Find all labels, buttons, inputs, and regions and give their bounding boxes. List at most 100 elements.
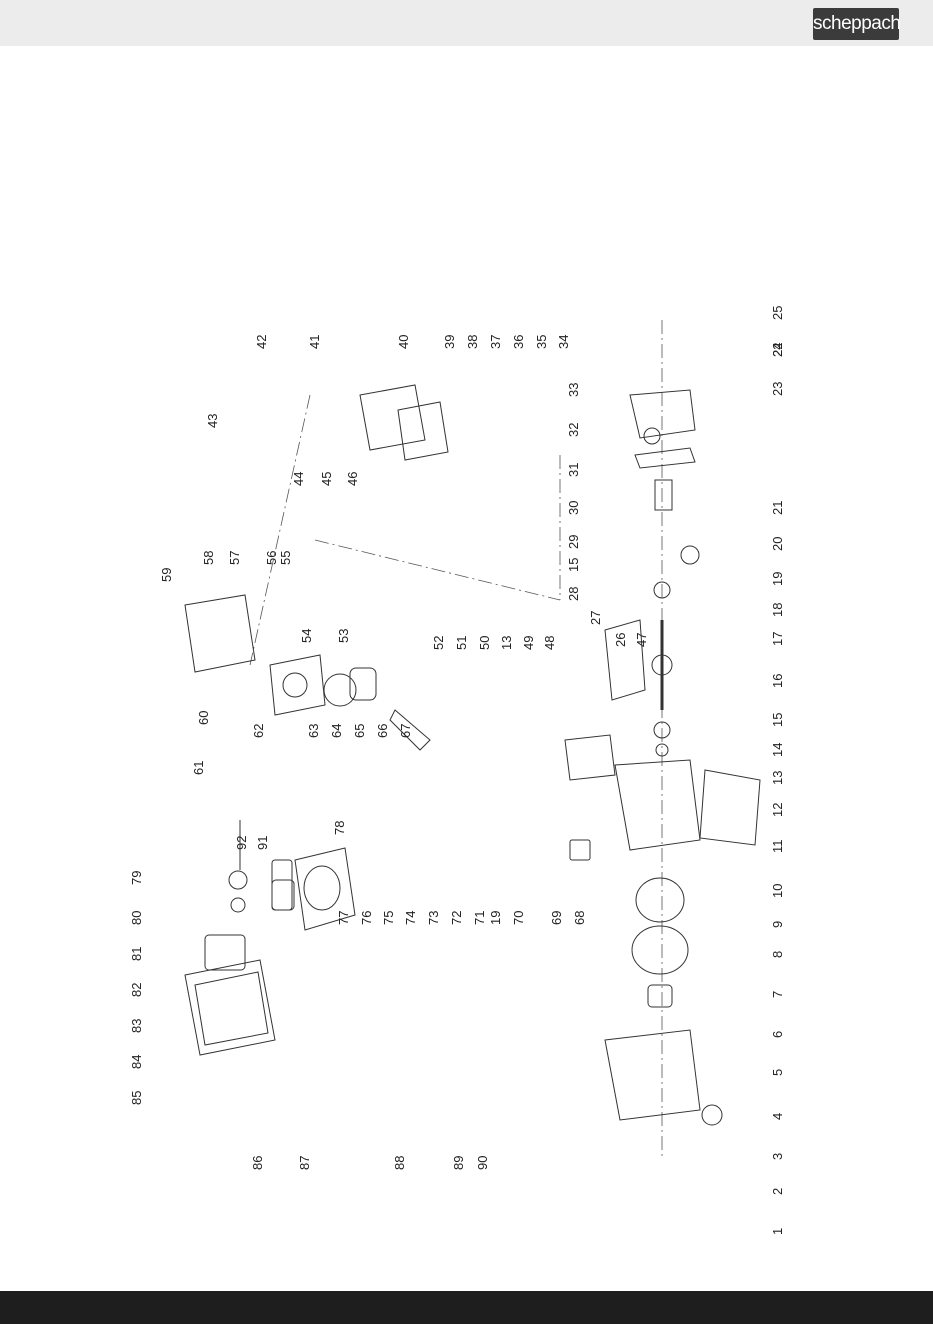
label-90: 90 bbox=[475, 1156, 490, 1170]
label-44: 44 bbox=[291, 472, 306, 486]
ignition-coil bbox=[570, 840, 590, 860]
label-64: 64 bbox=[329, 724, 344, 738]
label-60: 60 bbox=[196, 711, 211, 725]
carburetor bbox=[205, 935, 245, 970]
label-21: 21 bbox=[770, 501, 785, 515]
label-29: 29 bbox=[566, 535, 581, 549]
label-72: 72 bbox=[449, 911, 464, 925]
carb-spacer bbox=[229, 871, 247, 889]
label-4: 4 bbox=[770, 1113, 785, 1120]
label-50: 50 bbox=[477, 636, 492, 650]
label-70: 70 bbox=[511, 911, 526, 925]
label-42: 42 bbox=[254, 335, 269, 349]
label-74: 74 bbox=[403, 911, 418, 925]
label-57: 57 bbox=[227, 551, 242, 565]
label-59: 59 bbox=[159, 568, 174, 582]
label-12: 12 bbox=[770, 803, 785, 817]
spark-arrester bbox=[272, 880, 294, 910]
label-63: 63 bbox=[306, 724, 321, 738]
valve-cover-box bbox=[185, 595, 255, 672]
label-27: 27 bbox=[588, 611, 603, 625]
label-71: 71 bbox=[472, 911, 487, 925]
label-82: 82 bbox=[129, 983, 144, 997]
label-2: 2 bbox=[770, 1188, 785, 1195]
label-80: 80 bbox=[129, 911, 144, 925]
part-labels-center: 47 48 49 13 50 51 52 53 54 55 56 57 58 5… bbox=[159, 551, 649, 775]
label-39: 39 bbox=[442, 335, 457, 349]
label-78: 78 bbox=[332, 821, 347, 835]
piston-ring-set bbox=[324, 674, 356, 706]
label-73: 73 bbox=[426, 911, 441, 925]
muffler-cover bbox=[304, 866, 340, 910]
carb-gasket bbox=[231, 898, 245, 912]
label-33: 33 bbox=[566, 383, 581, 397]
label-53: 53 bbox=[336, 629, 351, 643]
cylinder-head-port bbox=[283, 673, 307, 697]
crankcase-cover-plate bbox=[700, 770, 760, 845]
side-cover-gasket bbox=[635, 448, 695, 468]
label-47: 47 bbox=[634, 633, 649, 647]
crankcase-breather-cover bbox=[605, 620, 645, 700]
label-11: 11 bbox=[770, 840, 785, 854]
label-66: 66 bbox=[375, 724, 390, 738]
label-20: 20 bbox=[770, 537, 785, 551]
label-14: 14 bbox=[770, 743, 785, 757]
label-18: 18 bbox=[770, 603, 785, 617]
air-filter bbox=[272, 860, 292, 910]
label-81: 81 bbox=[129, 947, 144, 961]
label-86: 86 bbox=[250, 1156, 265, 1170]
label-31: 31 bbox=[566, 463, 581, 477]
label-28: 28 bbox=[566, 587, 581, 601]
label-45: 45 bbox=[319, 472, 334, 486]
fuel-tank-inner bbox=[195, 972, 268, 1045]
label-56: 56 bbox=[264, 551, 279, 565]
label-43: 43 bbox=[205, 414, 220, 428]
label-76: 76 bbox=[359, 911, 374, 925]
flywheel bbox=[632, 926, 688, 974]
label-67: 67 bbox=[398, 724, 413, 738]
cylinder-head bbox=[270, 655, 325, 715]
label-7: 7 bbox=[770, 991, 785, 998]
label-8: 8 bbox=[770, 951, 785, 958]
label-83: 83 bbox=[129, 1019, 144, 1033]
label-19b: 19 bbox=[488, 911, 503, 925]
label-6: 6 bbox=[770, 1031, 785, 1038]
label-25: 25 bbox=[770, 306, 785, 320]
label-85: 85 bbox=[129, 1091, 144, 1105]
label-92: 92 bbox=[234, 836, 249, 850]
label-1: 1 bbox=[770, 1228, 785, 1235]
piston bbox=[350, 668, 376, 700]
label-3: 3 bbox=[770, 1153, 785, 1160]
label-87: 87 bbox=[297, 1156, 312, 1170]
label-17: 17 bbox=[770, 632, 785, 646]
camshaft bbox=[655, 480, 672, 510]
label-46: 46 bbox=[345, 472, 360, 486]
label-55: 55 bbox=[278, 551, 293, 565]
starter-cup bbox=[648, 985, 672, 1007]
side-cover bbox=[630, 390, 695, 438]
part-labels-bottom: 1 2 3 4 5 6 7 8 9 10 11 12 13 14 15 16 1… bbox=[770, 306, 785, 1235]
cooling-fan bbox=[636, 878, 684, 922]
part-labels-lower-center: 68 69 70 19 71 72 73 74 75 76 77 78 79 8… bbox=[129, 821, 587, 1170]
label-35: 35 bbox=[534, 335, 549, 349]
label-51: 51 bbox=[454, 636, 469, 650]
label-84: 84 bbox=[129, 1055, 144, 1069]
label-19: 19 bbox=[770, 572, 785, 586]
label-54: 54 bbox=[299, 629, 314, 643]
label-65: 65 bbox=[352, 724, 367, 738]
valve-axis-line bbox=[250, 395, 310, 665]
rocker-cover bbox=[360, 385, 425, 450]
label-68: 68 bbox=[572, 911, 587, 925]
label-69: 69 bbox=[549, 911, 564, 925]
label-52: 52 bbox=[431, 636, 446, 650]
label-30: 30 bbox=[566, 501, 581, 515]
label-79: 79 bbox=[129, 871, 144, 885]
footer-bar bbox=[0, 1291, 933, 1324]
label-77: 77 bbox=[336, 911, 351, 925]
label-10: 10 bbox=[770, 884, 785, 898]
label-24: 24 bbox=[770, 343, 785, 357]
label-40: 40 bbox=[396, 335, 411, 349]
label-38: 38 bbox=[465, 335, 480, 349]
cylinder-gasket bbox=[565, 735, 615, 780]
label-13b: 13 bbox=[499, 636, 514, 650]
